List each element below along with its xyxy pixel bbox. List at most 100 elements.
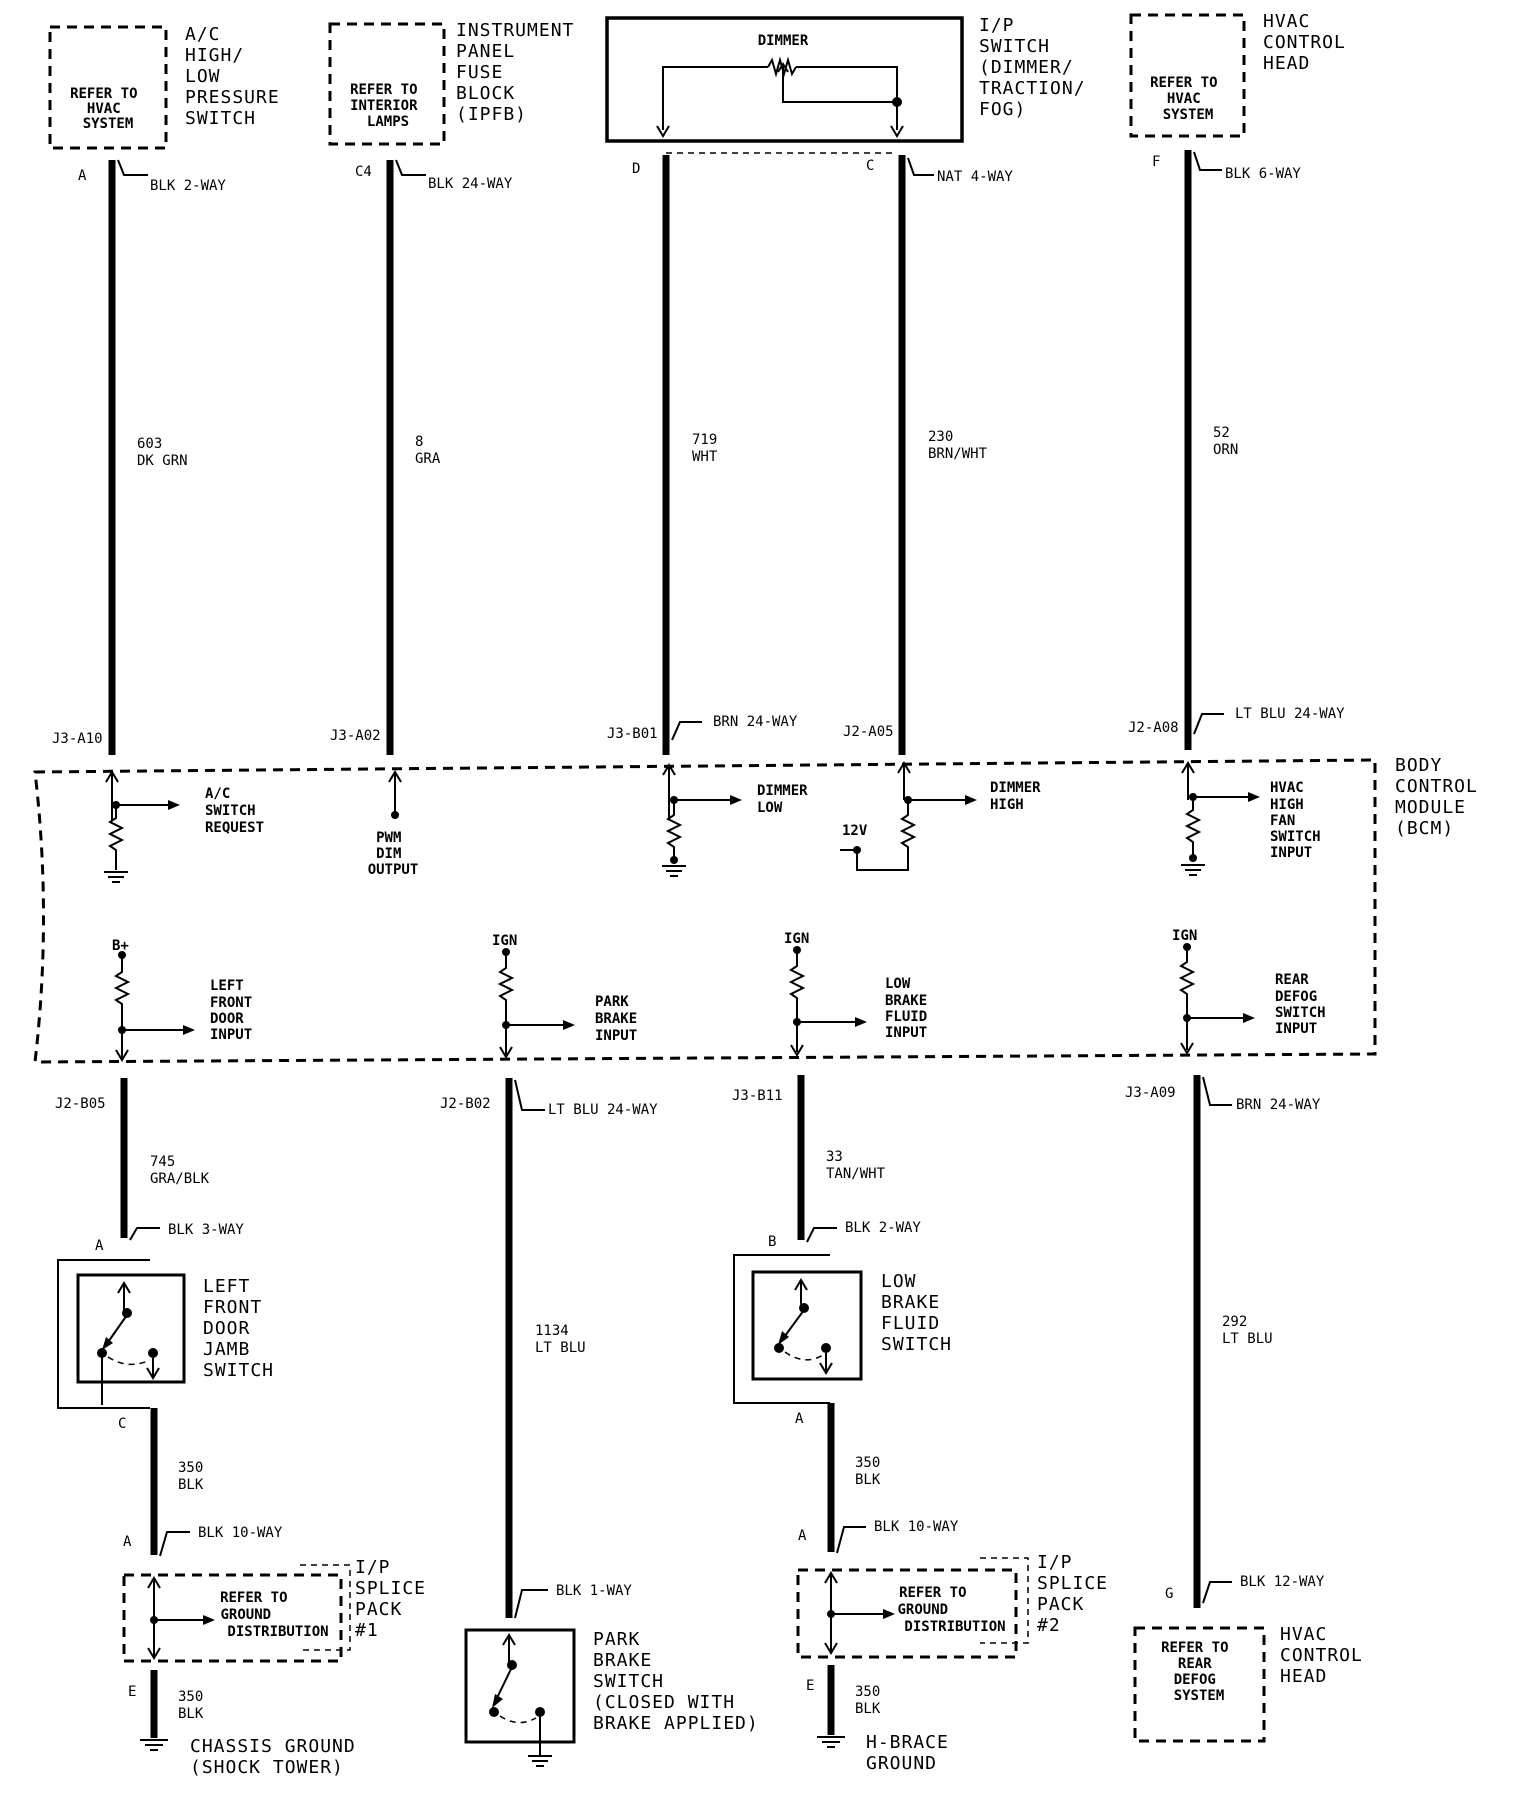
circuit-number: 230 bbox=[928, 429, 953, 445]
ip-switch-box bbox=[605, 16, 964, 143]
pwm-label: PWM DIM OUTPUT bbox=[368, 830, 419, 878]
hbrace-ground-wire[interactable]: E 350 BLK H-BRACE GROUND bbox=[806, 1665, 961, 1774]
splice1-title: I/P SPLICE PACK #1 bbox=[355, 1557, 438, 1641]
wire-52[interactable]: F BLK 6-WAY 52 ORN J2-A08 LT BLU 24-WAY bbox=[1128, 150, 1345, 750]
ip-splice-pack-2[interactable]: REFER TO GROUND DISTRIBUTION I/P SPLICE … bbox=[796, 1552, 1120, 1659]
ign-label-2: IGN bbox=[784, 931, 809, 947]
wire-color: TAN/WHT bbox=[826, 1166, 886, 1182]
ign-label-3: IGN bbox=[1172, 928, 1197, 944]
wire-color: BRN/WHT bbox=[928, 446, 988, 462]
connector-label: BRN 24-WAY bbox=[713, 714, 798, 730]
ipfb-ref-box bbox=[328, 22, 446, 146]
pin-label: A bbox=[78, 168, 87, 184]
wire-color: GRA bbox=[415, 451, 441, 467]
wire-350-fluid[interactable]: A 350 BLK A BLK 10-WAY bbox=[795, 1403, 959, 1554]
hvac-bottom-title: HVAC CONTROL HEAD bbox=[1280, 1624, 1375, 1687]
chassis-ground-wire[interactable]: E 350 BLK CHASSIS GROUND (SHOCK TOWER) bbox=[128, 1670, 368, 1778]
circuit-number: 8 bbox=[415, 434, 423, 450]
wire-719[interactable]: D 719 WHT J3-B01 BRN 24-WAY bbox=[607, 155, 798, 755]
low-fluid-label: LOW BRAKE FLUID INPUT bbox=[885, 976, 936, 1041]
bcm-low-fluid-circuit: IGN LOW BRAKE FLUID INPUT bbox=[784, 931, 936, 1057]
v12-label: 12V bbox=[842, 823, 868, 839]
bcm-pwm-circuit: PWM DIM OUTPUT bbox=[368, 770, 419, 878]
connector-label: BLK 10-WAY bbox=[874, 1519, 959, 1535]
wire-292[interactable]: J3-A09 BRN 24-WAY 292 LT BLU G BLK 12-WA… bbox=[1125, 1075, 1325, 1608]
connector-label: BLK 2-WAY bbox=[150, 178, 226, 194]
bcm-ac-request-circuit: A/C SWITCH REQUEST bbox=[104, 770, 264, 883]
hvac-bottom-ref-box bbox=[1133, 1626, 1266, 1743]
wire-8[interactable]: C4 BLK 24-WAY 8 GRA J3-A02 bbox=[330, 159, 513, 755]
bcm-pin-label: J3-A10 bbox=[52, 731, 103, 747]
door-switch-box bbox=[76, 1273, 186, 1384]
park-brake-switch[interactable]: PARK BRAKE SWITCH (CLOSED WITH BRAKE APP… bbox=[464, 1628, 759, 1767]
bcm-dimmer-low-circuit: DIMMER LOW bbox=[662, 763, 808, 877]
wire-color: DK GRN bbox=[137, 453, 188, 469]
bcm-pin-label: J3-B01 bbox=[607, 726, 658, 742]
circuit-number: 350 bbox=[178, 1460, 203, 1476]
ipfb-component[interactable]: REFER TO INTERIOR LAMPS INSTRUMENT PANEL… bbox=[328, 20, 586, 146]
splice1-ref-box bbox=[122, 1573, 343, 1663]
hvac-control-head-bottom[interactable]: REFER TO REAR DEFOG SYSTEM HVAC CONTROL … bbox=[1133, 1624, 1375, 1743]
b-plus-label: B+ bbox=[112, 938, 129, 954]
pin-label: E bbox=[128, 1684, 136, 1700]
splice2-ref: REFER TO GROUND DISTRIBUTION bbox=[897, 1585, 1005, 1635]
connector-label: BLK 12-WAY bbox=[1240, 1574, 1325, 1590]
bcm-outline bbox=[33, 758, 1377, 1064]
fluid-switch-bracket bbox=[733, 1254, 830, 1404]
ip-switch-title: I/P SWITCH (DIMMER/ TRACTION/ FOG) bbox=[979, 15, 1097, 120]
pin-label: C bbox=[866, 158, 874, 174]
hvac-control-head-top[interactable]: REFER TO HVAC SYSTEM HVAC CONTROL HEAD bbox=[1129, 11, 1358, 138]
ign-label-1: IGN bbox=[492, 933, 517, 949]
wire-603[interactable]: A BLK 2-WAY 603 DK GRN J3-A10 bbox=[52, 159, 226, 755]
wire-1134[interactable]: J2-B02 LT BLU 24-WAY 1134 LT BLU BLK 1-W… bbox=[440, 1078, 658, 1619]
wire-color: BLK bbox=[178, 1477, 204, 1493]
connector-label: NAT 4-WAY bbox=[937, 169, 1013, 185]
hvac-top-ref: REFER TO HVAC SYSTEM bbox=[1150, 75, 1226, 123]
pin-label: E bbox=[806, 1678, 814, 1694]
low-brake-fluid-switch[interactable]: LOW BRAKE FLUID SWITCH bbox=[733, 1254, 952, 1404]
wire-745[interactable]: J2-B05 745 GRA/BLK A BLK 3-WAY bbox=[55, 1078, 244, 1254]
ac-switch-title: A/C HIGH/ LOW PRESSURE SWITCH bbox=[185, 24, 292, 129]
park-switch-title: PARK BRAKE SWITCH (CLOSED WITH BRAKE APP… bbox=[593, 1629, 759, 1734]
wire-230[interactable]: C NAT 4-WAY 230 BRN/WHT J2-A05 bbox=[843, 155, 1013, 755]
circuit-number: 745 bbox=[150, 1154, 175, 1170]
pin-label: C4 bbox=[355, 164, 372, 180]
circuit-number: 603 bbox=[137, 436, 162, 452]
circuit-number: 350 bbox=[855, 1684, 880, 1700]
bcm-pin-label: J2-B05 bbox=[55, 1096, 106, 1112]
wire-color: GRA/BLK bbox=[150, 1171, 210, 1187]
rear-defog-label: REAR DEFOG SWITCH INPUT bbox=[1275, 972, 1334, 1037]
ipfb-ref: REFER TO INTERIOR LAMPS bbox=[350, 82, 426, 130]
hvac-top-title: HVAC CONTROL HEAD bbox=[1263, 11, 1358, 74]
wire-33[interactable]: J3-B11 33 TAN/WHT B BLK 2-WAY bbox=[732, 1075, 921, 1250]
left-door-label: LEFT FRONT DOOR INPUT bbox=[210, 978, 261, 1043]
ip-splice-pack-1[interactable]: REFER TO GROUND DISTRIBUTION I/P SPLICE … bbox=[122, 1557, 438, 1663]
connector-label: BLK 10-WAY bbox=[198, 1525, 283, 1541]
dimmer-label: DIMMER bbox=[758, 33, 809, 49]
left-door-jamb-switch[interactable]: LEFT FRONT DOOR JAMB SWITCH bbox=[57, 1259, 274, 1409]
fluid-switch-box bbox=[751, 1270, 863, 1381]
dimmer-wiper-arrow-icon bbox=[777, 62, 789, 73]
pin-label: A bbox=[798, 1528, 807, 1544]
ac-switch-ref-box bbox=[48, 25, 168, 150]
dimmer-wiper bbox=[782, 66, 897, 103]
pin-label: B bbox=[768, 1234, 776, 1250]
dimmer-arrow-left-icon bbox=[656, 125, 670, 138]
pin-label: D bbox=[632, 161, 640, 177]
hbrace-ground-label: H-BRACE GROUND bbox=[866, 1732, 961, 1774]
dimmer-node bbox=[892, 97, 902, 107]
bcm-pin-label: J3-B11 bbox=[732, 1088, 783, 1104]
pin-label: F bbox=[1152, 154, 1160, 170]
bcm-left-door-circuit: B+ LEFT FRONT DOOR INPUT bbox=[112, 938, 261, 1062]
splice2-ref-box bbox=[796, 1568, 1018, 1659]
chassis-ground-label: CHASSIS GROUND (SHOCK TOWER) bbox=[190, 1736, 368, 1778]
connector-label: LT BLU 24-WAY bbox=[1235, 706, 1345, 722]
ip-switch[interactable]: DIMMER I/P SWITCH (DIMMER/ TRACTION/ FOG… bbox=[605, 15, 1097, 143]
connector-label: BLK 2-WAY bbox=[845, 1220, 921, 1236]
body-control-module[interactable]: BODY CONTROL MODULE (BCM) bbox=[33, 755, 1490, 1064]
pin-label: A bbox=[795, 1411, 804, 1427]
wire-350-door[interactable]: C 350 BLK A BLK 10-WAY bbox=[118, 1408, 283, 1557]
ac-pressure-switch[interactable]: REFER TO HVAC SYSTEM A/C HIGH/ LOW PRESS… bbox=[48, 24, 292, 150]
connector-label: BLK 1-WAY bbox=[556, 1583, 632, 1599]
